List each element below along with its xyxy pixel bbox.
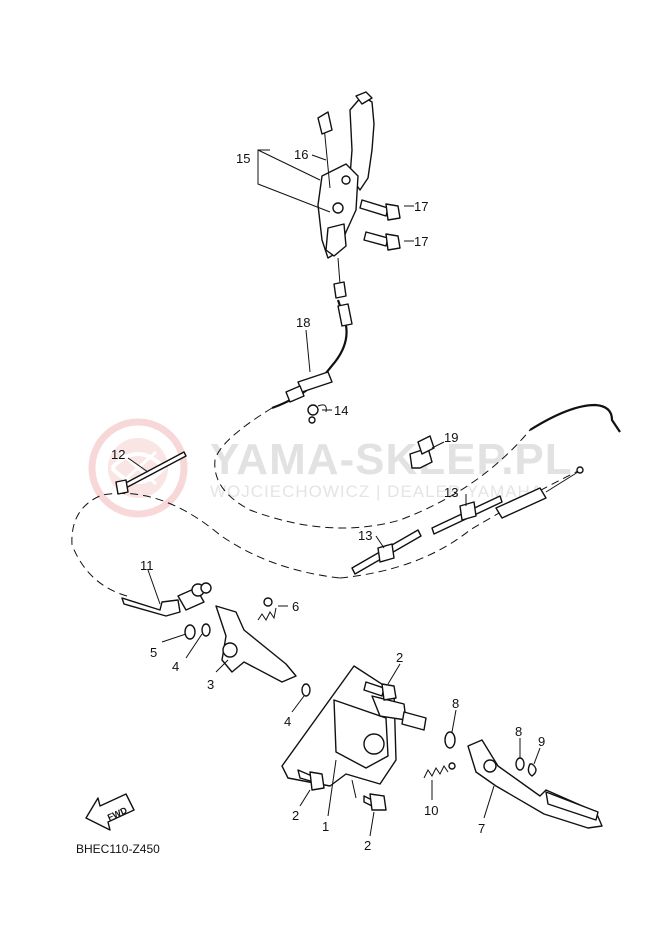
watermark: YAMA-SKLEP.PL WOJCIECHOWICZ | DEALER YAM…: [88, 418, 573, 518]
washer-4-right: [301, 683, 311, 697]
bolt-17-upper: [359, 199, 401, 221]
bolt-2-left: [297, 769, 325, 791]
callout-16: 16: [294, 147, 308, 162]
clip-9: [527, 763, 537, 777]
callout-9: 9: [538, 734, 545, 749]
leader-lines: [127, 149, 541, 837]
callout-3: 3: [207, 677, 214, 692]
lever-rod-end: [317, 111, 333, 135]
bolt-2-bottom: [363, 793, 387, 811]
bracket-1: [281, 665, 427, 787]
callout-10: 10: [424, 803, 438, 818]
callout-12: 12: [111, 447, 125, 462]
washer-4-left: [201, 623, 211, 637]
callout-15: 15: [236, 151, 250, 166]
callout-2-bottom: 2: [364, 838, 371, 853]
washer-8-right: [515, 757, 525, 771]
callouts: 15 16 17 17 18 14 19 12 13 13 11 6 5 2 4…: [111, 147, 545, 853]
fwd-arrow-icon: FWD: [85, 793, 135, 831]
spring-10: [423, 762, 456, 779]
callout-4-right: 4: [284, 714, 291, 729]
parking-lever-assembly: [317, 91, 401, 299]
callout-8-right: 8: [515, 724, 522, 739]
cable-end-right: [495, 466, 584, 519]
callout-11: 11: [140, 558, 154, 573]
callout-17-upper: 17: [414, 199, 428, 214]
clip-14: [307, 404, 327, 424]
washer-5: [184, 624, 196, 640]
cable-tie-12: [115, 451, 187, 495]
washers-left: [184, 623, 311, 697]
cable-tie-13-a: [431, 495, 503, 535]
cable-end-11: [121, 582, 212, 617]
callout-2-left: 2: [292, 808, 299, 823]
holder-19: [409, 435, 435, 469]
callout-13-right: 13: [444, 485, 458, 500]
callout-19: 19: [444, 430, 458, 445]
spring-6: [257, 597, 288, 621]
watermark-title: YAMA-SKLEP.PL: [210, 435, 573, 484]
callout-4-left: 4: [172, 659, 179, 674]
callout-6: 6: [292, 599, 299, 614]
lever-arm-3: [215, 605, 297, 683]
callout-7: 7: [478, 821, 485, 836]
cable-tie-13-b: [351, 529, 422, 575]
washer-8-left: [444, 731, 456, 749]
diagram-code: BHEC110-Z450: [76, 842, 160, 856]
watermark-subtitle: WOJCIECHOWICZ | DEALER YAMAHA: [210, 482, 543, 501]
callout-14: 14: [334, 403, 348, 418]
callout-13-left: 13: [358, 528, 372, 543]
bolt-2-top: [363, 681, 397, 701]
callout-8-left: 8: [452, 696, 459, 711]
callout-2-top: 2: [396, 650, 403, 665]
bolt-17-lower: [363, 231, 401, 251]
cable-adjuster-18: [285, 303, 353, 403]
callout-17-lower: 17: [414, 234, 428, 249]
washers-right: [444, 731, 537, 777]
callout-18: 18: [296, 315, 310, 330]
callout-5: 5: [150, 645, 157, 660]
watermark-logo: [88, 418, 188, 518]
callout-1: 1: [322, 819, 329, 834]
pedal-7: [467, 739, 603, 829]
